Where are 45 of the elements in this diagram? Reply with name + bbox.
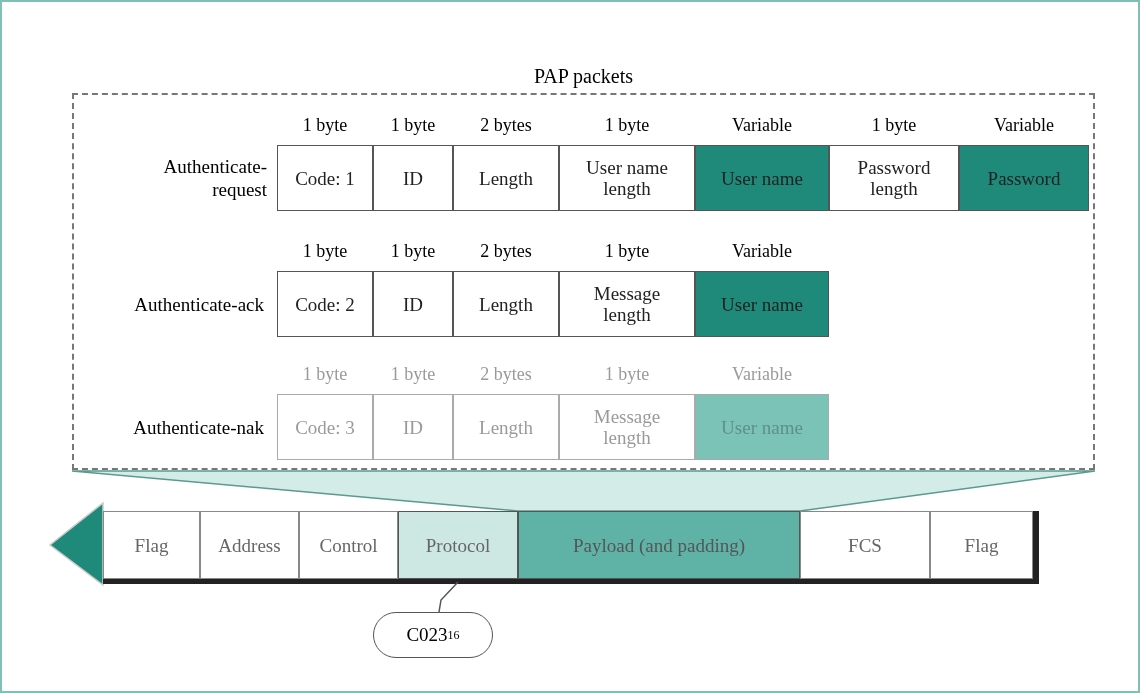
packet-field: Code: 1 [277, 145, 373, 211]
field-size-label: 1 byte [389, 364, 437, 386]
packet-field: User name length [559, 145, 695, 211]
field-size-label: 1 byte [389, 241, 437, 263]
packet-field: Code: 2 [277, 271, 373, 337]
field-size-label: 1 byte [870, 115, 918, 137]
field-size-label: 1 byte [603, 364, 651, 386]
frame-field: FCS [800, 511, 930, 579]
frame-field: Flag [930, 511, 1033, 579]
packet-field: Password [959, 145, 1089, 211]
packet-field: Code: 3 [277, 394, 373, 460]
row-label: Authenticate-request [162, 155, 267, 201]
packet-field: ID [373, 394, 453, 460]
field-size-label: Variable [731, 115, 793, 137]
field-size-label: 2 bytes [479, 115, 533, 137]
frame-field: Flag [103, 511, 200, 579]
field-size-label: 1 byte [301, 115, 349, 137]
field-size-label: 1 byte [301, 364, 349, 386]
packet-field: ID [373, 271, 453, 337]
packet-field: Message length [559, 271, 695, 337]
packet-field: Length [453, 394, 559, 460]
packet-field: ID [373, 145, 453, 211]
callout-pointer [438, 581, 459, 613]
row-label: Authenticate-nak [132, 416, 264, 439]
field-size-label: Variable [993, 115, 1055, 137]
row-label: Authenticate-ack [133, 293, 264, 316]
packet-field: Length [453, 145, 559, 211]
field-size-label: 1 byte [301, 241, 349, 263]
field-size-label: 2 bytes [479, 241, 533, 263]
field-size-label: Variable [731, 364, 793, 386]
packet-field: User name [695, 145, 829, 211]
packet-field: Password length [829, 145, 959, 211]
field-size-label: 2 bytes [479, 364, 533, 386]
frame-field: Payload (and padding) [518, 511, 800, 579]
field-size-label: 1 byte [603, 115, 651, 137]
frame-field: Control [299, 511, 398, 579]
packet-field: User name [695, 271, 829, 337]
field-size-label: 1 byte [603, 241, 651, 263]
packet-field: Length [453, 271, 559, 337]
frame-field: Address [200, 511, 299, 579]
field-size-label: 1 byte [389, 115, 437, 137]
packet-field: Message length [559, 394, 695, 460]
group-title: PAP packets [532, 65, 635, 88]
frame-field: Protocol [398, 511, 518, 579]
field-size-label: Variable [731, 241, 793, 263]
